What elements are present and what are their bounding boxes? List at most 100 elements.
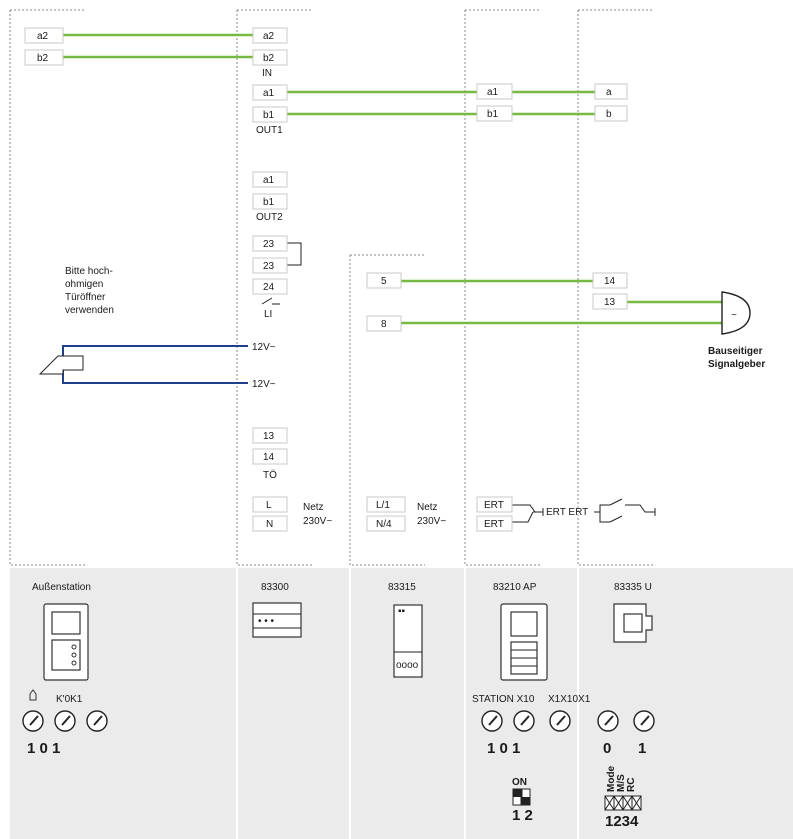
device-station-title: 83210 AP <box>493 582 537 593</box>
station-camera <box>510 611 538 637</box>
unit-dip-mode-label: Mode <box>606 765 617 792</box>
note-opener-4: verwenden <box>65 305 114 316</box>
outdoor-btn-3 <box>71 660 77 666</box>
term-ext-a2 <box>24 27 64 44</box>
outdoor-dials: K'0K1 1 0 1 <box>22 689 108 757</box>
term-ctl-b2-label: b2 <box>263 53 275 64</box>
term-ctl-a2 <box>252 27 288 44</box>
col-controller-border <box>236 10 312 566</box>
col-outdoor-border <box>9 10 85 566</box>
term-u-b <box>594 105 628 122</box>
column-separators <box>9 9 653 566</box>
unit-dip-1-x2 <box>604 795 615 811</box>
signal-bell-shape <box>721 291 751 335</box>
outdoor-dial-1-pointer <box>29 715 39 726</box>
term-ctl-L <box>252 496 288 513</box>
term-ctl-24-label: 24 <box>263 282 275 293</box>
green-wires <box>63 33 722 325</box>
device-unit-title: 83335 U <box>614 582 652 593</box>
note-opener-1: Bitte hoch- <box>65 266 113 277</box>
station-icon <box>500 603 548 681</box>
signal-device-icon: ~ <box>721 291 751 335</box>
station-dial-values: 1 0 1 <box>487 740 520 757</box>
term-ps-N4-label: N/4 <box>376 519 392 530</box>
col-psu-border <box>349 255 425 566</box>
term-st-ert2-label: ERT <box>484 519 504 530</box>
term-ps-5-label: 5 <box>381 276 387 287</box>
ert-contact-1a <box>599 504 610 512</box>
unit-inner <box>623 613 643 633</box>
term-ctl-14-label: 14 <box>263 452 275 463</box>
ert-switch-icons <box>512 498 656 523</box>
term-ctl-N <box>252 515 288 532</box>
label-to: TÖ <box>263 469 277 481</box>
term-u-14 <box>592 272 628 289</box>
term-ext-b2-label: b2 <box>37 53 49 64</box>
term-ctl-23b <box>252 257 288 274</box>
device-outdoor-title: Außenstation <box>32 582 91 593</box>
bell-icon <box>29 689 37 701</box>
device-psu-title: 83315 <box>388 582 416 593</box>
label-ps-230: 230V~ <box>417 516 446 527</box>
label-in: IN <box>262 68 272 79</box>
ert-contact-2a <box>599 512 610 523</box>
label-12v-2: 12V~ <box>252 379 276 390</box>
label-li: LI <box>264 309 272 320</box>
wire-12v-2 <box>62 370 248 384</box>
outdoor-station-icon <box>43 603 89 681</box>
term-u-14-label: 14 <box>604 276 616 287</box>
term-ctl-13 <box>252 427 288 444</box>
note-signal-1: Bauseitiger <box>708 346 763 357</box>
col-unit-border <box>577 10 653 566</box>
term-ctl-14 <box>252 448 288 465</box>
term-st-a1-label: a1 <box>487 87 499 98</box>
term-st-a1 <box>476 83 513 100</box>
term-ctl-b1 <box>252 106 288 123</box>
ert-out-line <box>625 504 655 513</box>
station-dial-1-pointer <box>488 715 498 726</box>
term-st-b1-label: b1 <box>487 109 499 120</box>
term-st-ert2 <box>476 515 513 532</box>
term-ctl-a1b <box>252 171 288 188</box>
term-u-b-label: b <box>606 109 612 120</box>
unit-dial-1-pointer <box>604 715 614 726</box>
term-ps-5 <box>366 272 402 289</box>
ert-line-2 <box>512 511 534 523</box>
station-dip-numbers: 1 2 <box>512 807 533 824</box>
term-ctl-b1-label: b1 <box>263 110 275 121</box>
ert-contact-1b <box>609 498 623 506</box>
term-ctl-23a <box>252 235 288 252</box>
term-st-ert1-label: ERT <box>484 500 504 511</box>
controller-icon: • • • <box>252 602 302 638</box>
station-dip-1-knob <box>513 789 521 797</box>
outdoor-btn-2 <box>71 652 77 658</box>
term-ctl-a1-label: a1 <box>263 88 275 99</box>
label-ctl-230: 230V~ <box>303 516 332 527</box>
station-dip-switch: ON 1 2 <box>512 777 533 824</box>
station-dial-2-pointer <box>520 715 530 726</box>
controller-body <box>252 602 302 638</box>
term-ctl-N-label: N <box>266 519 273 530</box>
unit-dip-4-x2 <box>631 795 642 811</box>
label-12v-1: 12V~ <box>252 342 276 353</box>
unit-dip-rc-label: RC <box>626 778 637 792</box>
term-u-13-label: 13 <box>604 297 616 308</box>
term-ctl-b2 <box>252 49 288 66</box>
term-st-b1 <box>476 105 513 122</box>
term-ctl-23b-label: 23 <box>263 261 275 272</box>
outdoor-dial-labels: K'0K1 <box>56 694 83 705</box>
unit-dip-3-x2 <box>622 795 633 811</box>
term-ctl-b1b-label: b1 <box>263 197 275 208</box>
outdoor-camera <box>51 611 81 635</box>
label-out2: OUT2 <box>256 212 283 223</box>
jumper-23 <box>287 242 302 266</box>
note-opener-2: ohmigen <box>65 279 103 290</box>
term-ext-b2 <box>24 49 64 66</box>
station-dip-on-label: ON <box>512 777 527 788</box>
outdoor-btn-1 <box>71 644 77 650</box>
term-ctl-b1b <box>252 193 288 210</box>
psu-icon: ▪▪ oooo <box>393 604 423 678</box>
term-ps-8-label: 8 <box>381 319 387 330</box>
term-u-13 <box>592 293 628 310</box>
